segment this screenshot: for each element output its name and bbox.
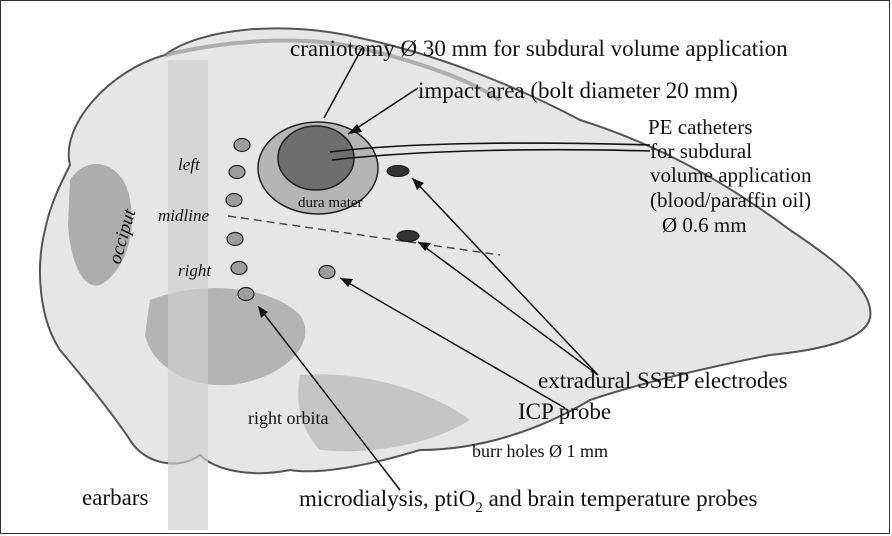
burr-hole [231,262,247,275]
probes-label-main: microdialysis, ptiO [299,486,475,511]
catheter-label-line-2: for subdural [650,139,752,163]
probes-label: microdialysis, ptiO2 and brain temperatu… [299,486,757,516]
icp-burr-hole [319,266,335,279]
burr-hole [234,139,250,152]
earbar-band [168,60,208,530]
burr-hole [227,233,243,246]
catheter-label-line-1: PE catheters [648,115,752,139]
ssep-electrode [397,231,419,242]
impact-area-label: impact area (bolt diameter 20 mm) [418,78,738,103]
probes-label-subscript: 2 [475,500,483,516]
right-orbita-label: right orbita [248,408,328,428]
burr-holes-label: burr holes Ø 1 mm [472,441,608,461]
catheter-label-line-5: Ø 0.6 mm [662,213,747,237]
ssep-label: extradural SSEP electrodes [538,368,788,393]
burr-hole [229,166,245,179]
catheter-label-line-3: volume application [650,163,812,187]
craniotomy-label: craniotomy Ø 30 mm for subdural volume a… [290,36,788,61]
impact-area-circle [278,126,354,190]
burr-hole [226,194,242,207]
burr-hole [238,288,254,301]
ssep-electrode [387,166,409,177]
earbars-label: earbars [82,485,148,510]
midline-label: midline [158,206,209,225]
dura-mater-label: dura mater [298,195,363,211]
probes-label-tail: and brain temperature probes [483,486,758,511]
left-label: left [178,155,201,174]
icp-label: ICP probe [518,399,611,424]
catheter-label-line-4: (blood/paraffin oil) [650,188,811,212]
right-label: right [178,261,212,280]
